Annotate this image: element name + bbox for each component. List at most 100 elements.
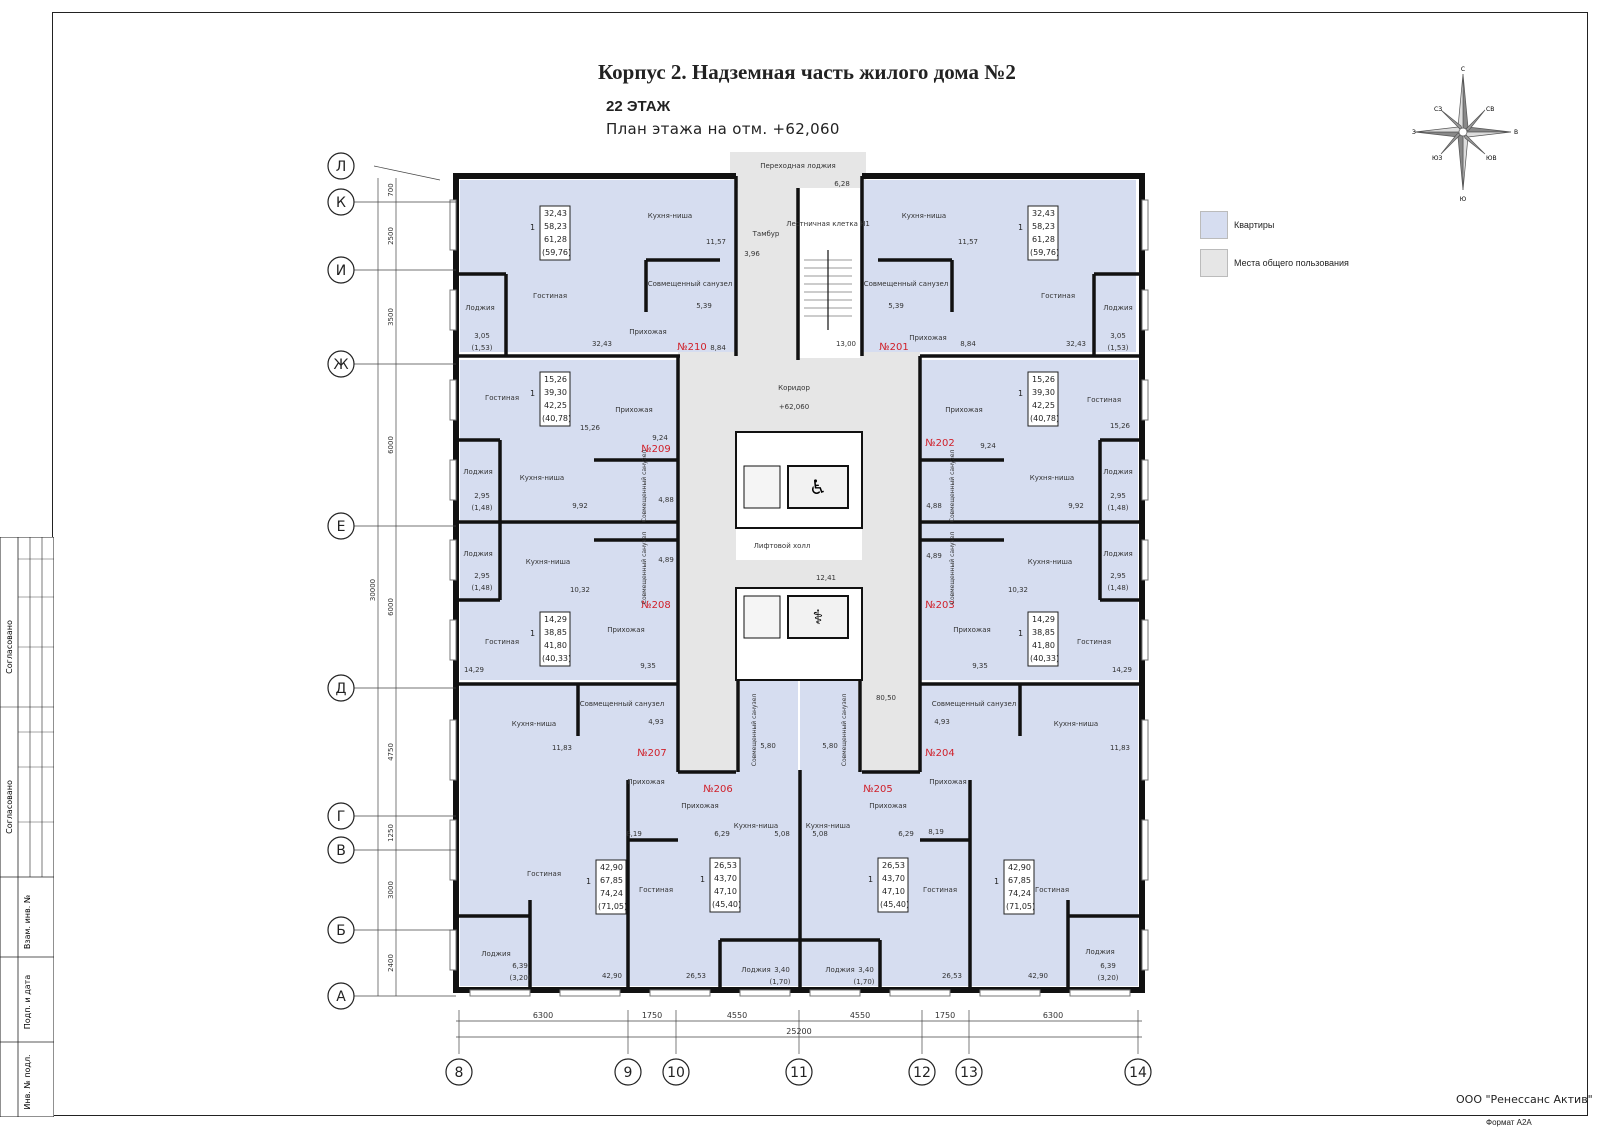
a207-living-area: 42,90 [602,972,622,980]
axis-col-12: 12 [913,1065,931,1081]
dim-col-5: 1750 [935,1011,955,1020]
apt203-stat-4: (40,33) [1030,654,1059,663]
a205-loggia-label: Лоджия [825,966,854,974]
loggia-pass-label: Переходная лоджия [760,162,836,170]
a207-bath-area: 4,93 [648,718,664,726]
a201-loggia-reduced: (1,53) [1107,344,1128,352]
apt205-rooms: 1 [868,875,873,884]
axis-row-V: В [336,843,346,859]
a208-living-area: 14,29 [464,666,484,674]
a204-bath-label: Совмещенный санузел [932,700,1017,708]
apt205-stat-3: 47,10 [882,887,905,896]
apt-num-203: №203 [925,600,955,611]
legend-label-apartments: Квартиры [1234,220,1275,230]
apt203-stat-3: 41,80 [1032,641,1055,650]
dim-row-9: 2400 [387,954,395,972]
a201-bath-area: 5,39 [888,302,904,310]
apt203-stat-2: 38,85 [1032,628,1055,637]
apt-num-209: №209 [641,444,671,455]
tambur-area: 3,96 [744,250,760,258]
a202-living-area: 15,26 [1110,422,1131,430]
dim-col-6: 6300 [1043,1011,1063,1020]
common-areas [660,152,938,782]
dim-col-1: 6300 [533,1011,553,1020]
axis-col-bubbles [445,1058,1152,1086]
a204-living-label: Гостиная [1035,886,1069,894]
apt208-stat-3: 41,80 [544,641,567,650]
a201-loggia-label: Лоджия [1103,304,1132,312]
a210-loggia-label: Лоджия [465,304,494,312]
a204-loggia-reduced: (3,20) [1097,974,1118,982]
apt206-stat-4: (45,40) [712,900,741,909]
apt204-stat-1: 42,90 [1008,863,1031,872]
tambur-label: Тамбур [752,230,780,238]
a203-kitchen-label: Кухня-ниша [1028,558,1072,566]
dim-row-3: 3500 [387,308,395,326]
apt202-rooms: 1 [1018,389,1023,398]
a202-loggia-label: Лоджия [1103,468,1132,476]
a205-bath-label: Совмещенный санузел [841,694,848,767]
apt210-stat-1: 32,43 [544,209,567,218]
corridor-area: 80,50 [876,694,896,702]
a203-loggia-label: Лоджия [1103,550,1132,558]
compass-w: З [1412,129,1416,136]
apt201-stat-4: (59,76) [1030,248,1059,257]
apt204-rooms: 1 [994,877,999,886]
stamp-agreed-1: Согласовано [5,620,14,674]
apt-num-207: №207 [637,748,667,759]
a207-bath-label: Совмещенный санузел [580,700,665,708]
a204-loggia-label: Лоджия [1085,948,1114,956]
a204-kitchen-label: Кухня-ниша [1054,720,1098,728]
apt206-stat-2: 43,70 [714,874,737,883]
a210-loggia-area: 3,05 [474,332,490,340]
apt207-stat-3: 74,24 [600,889,623,898]
a208-kitchen-area: 10,32 [570,586,590,594]
dim-row-total: 30000 [369,579,377,601]
apt209-stat-1: 15,26 [544,375,567,384]
apt208-stat-2: 38,85 [544,628,567,637]
compass-n: С [1461,66,1465,73]
a203-hall-area: 9,35 [972,662,988,670]
a202-loggia-area: 2,95 [1110,492,1126,500]
a201-hall-label: Прихожая [909,334,947,342]
apt210-stat-3: 61,28 [544,235,567,244]
apt202-stat-2: 39,30 [1032,388,1055,397]
a208-kitchen-label: Кухня-ниша [526,558,570,566]
dim-row-5: 6000 [387,598,395,616]
dim-col-2: 1750 [642,1011,662,1020]
apt203-rooms: 1 [1018,629,1023,638]
apt210-stat-2: 58,23 [544,222,567,231]
apt209-rooms: 1 [530,389,535,398]
apt208-stat-1: 14,29 [544,615,567,624]
a205-kitchen-label: Кухня-ниша [806,822,850,830]
apt209-stat-4: (40,78) [542,414,571,423]
apt-num-201: №201 [879,342,909,353]
axis-row-K: К [336,195,346,211]
a202-kitchen-label: Кухня-ниша [1030,474,1074,482]
apt-num-208: №208 [641,600,671,611]
a203-kitchen-area: 10,32 [1008,586,1028,594]
dim-col-4: 4550 [850,1011,870,1020]
a206-kitchen-label: Кухня-ниша [734,822,778,830]
legend-swatch-common [1200,249,1228,277]
a210-bath-label: Совмещенный санузел [648,280,733,288]
apt-num-202: №202 [925,438,955,449]
a205-living-area: 26,53 [942,972,962,980]
apt201-stat-2: 58,23 [1032,222,1055,231]
apt-num-205: №205 [863,784,893,795]
axis-row-bubbles [327,152,355,1010]
apt202-stat-1: 15,26 [1032,375,1055,384]
stamp-inv-orig: Инв. № подл. [23,1054,32,1109]
stamp-inv-replace: Взам. инв. № [23,894,32,949]
a207-kitchen-label: Кухня-ниша [512,720,556,728]
a201-kitchen-area: 11,57 [958,238,978,246]
a209-bath-label: Совмещенный санузел [641,450,648,523]
floor-label: 22 ЭТАЖ [606,98,671,115]
plan-label: План этажа на отм. +62,060 [606,120,840,138]
a209-loggia-reduced: (1,48) [471,504,492,512]
a206-living-label: Гостиная [639,886,673,894]
a209-bath-area: 4,88 [658,496,674,504]
a204-living-area: 42,90 [1028,972,1048,980]
a205-loggia-area: 3,40 [858,966,874,974]
stamp-agreed-2: Согласовано [5,780,14,834]
